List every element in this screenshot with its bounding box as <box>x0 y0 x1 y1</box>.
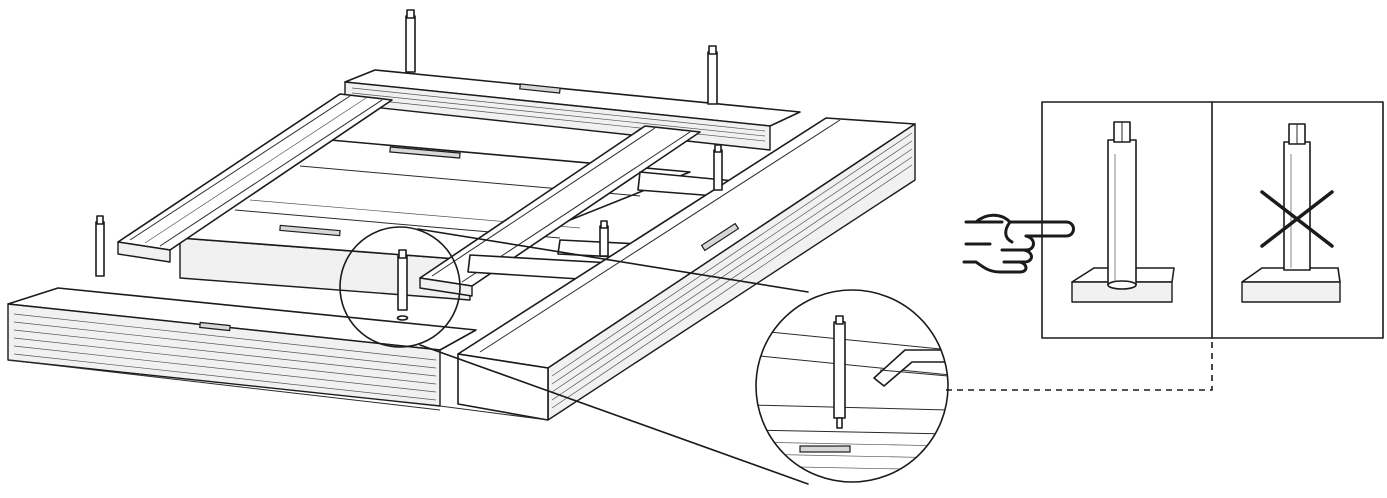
standoffs <box>95 9 723 321</box>
side-rail <box>457 117 916 421</box>
cross-mark-icon <box>1260 190 1334 248</box>
frame-assembly <box>7 9 916 421</box>
dashed-leader-line <box>946 338 1213 391</box>
standoff-5 <box>599 220 609 257</box>
standoff-1 <box>405 9 416 73</box>
incorrect-standoff <box>1283 141 1311 271</box>
callout-line-bottom <box>419 344 809 485</box>
pointing-hand-icon <box>962 213 1075 274</box>
left-mounting-bracket <box>117 93 393 263</box>
correct-standoff <box>1107 139 1137 286</box>
correct-panel <box>1071 121 1175 303</box>
standoff-2 <box>707 45 718 105</box>
magnified-standoff <box>833 321 846 419</box>
callout-line-top <box>417 228 809 293</box>
standoff-6 <box>396 249 409 321</box>
front-rail <box>7 287 549 421</box>
magnified-detail <box>755 289 949 483</box>
standoff-3 <box>713 144 723 191</box>
detail-callout <box>339 226 949 485</box>
standoff-4 <box>95 215 105 277</box>
comparison-box <box>1041 101 1384 339</box>
rear-rail <box>344 69 801 151</box>
detail-lens-circle <box>755 289 949 483</box>
incorrect-panel <box>1241 123 1341 303</box>
detail-source-circle <box>339 226 461 348</box>
